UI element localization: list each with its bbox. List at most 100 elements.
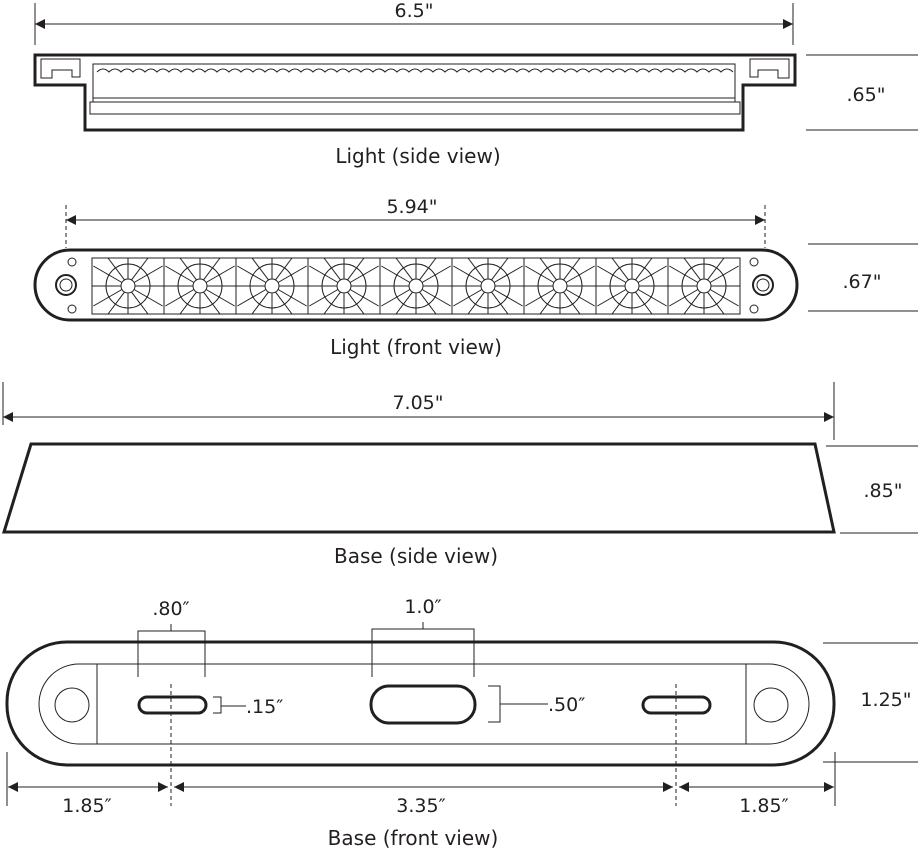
reflector-ray bbox=[205, 265, 235, 283]
mounting-hole-inner bbox=[756, 278, 770, 292]
reflector-ray bbox=[635, 257, 653, 281]
reflector-ray bbox=[179, 291, 197, 315]
base-inner-recess bbox=[38, 663, 810, 745]
reflector-ray bbox=[203, 257, 221, 281]
led-cell bbox=[595, 257, 668, 315]
reflector-ray bbox=[251, 257, 269, 281]
light-side-flange bbox=[89, 101, 741, 115]
reflector-ray bbox=[709, 265, 739, 283]
reflector-ray bbox=[237, 289, 267, 307]
led-cell bbox=[667, 257, 740, 315]
reflector-ray bbox=[539, 257, 557, 281]
center-slot-width-bracket bbox=[371, 628, 475, 677]
reflector-ray bbox=[611, 291, 629, 315]
right-offset-label: 1.85″ bbox=[739, 795, 788, 817]
reflector-ray bbox=[493, 265, 523, 283]
center-slot-height-bracket bbox=[488, 685, 501, 723]
led-bulb bbox=[336, 278, 352, 294]
reflector-ray bbox=[205, 289, 235, 307]
led-bulb bbox=[408, 278, 424, 294]
reflector-ray bbox=[637, 289, 667, 307]
reflector-ray bbox=[277, 289, 307, 307]
left-clip bbox=[40, 58, 81, 79]
reflector-ray bbox=[323, 257, 341, 281]
reflector-ray bbox=[707, 257, 725, 281]
reflector-ray bbox=[467, 291, 485, 315]
reflector-ray bbox=[349, 265, 379, 283]
reflector-ray bbox=[275, 291, 293, 315]
reflector-ray bbox=[347, 257, 365, 281]
small-hole bbox=[67, 257, 77, 267]
light-front-height-label: .67" bbox=[843, 271, 882, 293]
right-clip bbox=[749, 58, 790, 79]
reflector-ray bbox=[179, 257, 197, 281]
reflector-ray bbox=[539, 291, 557, 315]
reflector-ray bbox=[637, 265, 667, 283]
slot-height-bracket bbox=[213, 696, 222, 714]
reflector-ray bbox=[669, 265, 699, 283]
reflector-ray bbox=[309, 289, 339, 307]
center-slot-width-label: 1.0″ bbox=[404, 596, 441, 618]
mounting-hole bbox=[55, 274, 77, 296]
base-front-height-label: 1.25" bbox=[860, 689, 911, 711]
reflector-ray bbox=[563, 291, 581, 315]
led-cell bbox=[451, 257, 524, 315]
led-cell bbox=[235, 257, 308, 315]
reflector-ray bbox=[563, 257, 581, 281]
led-array bbox=[92, 257, 740, 315]
reflector-ray bbox=[347, 291, 365, 315]
reflector-ray bbox=[565, 289, 595, 307]
lens-bumps bbox=[96, 68, 734, 73]
led-bulb bbox=[192, 278, 208, 294]
slot-width-bracket bbox=[137, 630, 206, 677]
reflector-ray bbox=[133, 265, 163, 283]
reflector-ray bbox=[525, 289, 555, 307]
light-front-view: 5.94" .67" Light (front view) bbox=[33, 196, 918, 359]
reflector-ray bbox=[611, 257, 629, 281]
reflector-ray bbox=[131, 291, 149, 315]
base-side-caption: Base (side view) bbox=[334, 544, 498, 568]
reflector-ray bbox=[107, 291, 125, 315]
small-hole bbox=[749, 257, 759, 267]
base-mounting-hole bbox=[54, 687, 90, 723]
reflector-ray bbox=[93, 289, 123, 307]
light-side-view: 6.5" .65" Light (side view) bbox=[33, 0, 918, 168]
reflector-ray bbox=[131, 257, 149, 281]
reflector-ray bbox=[165, 265, 195, 283]
reflector-ray bbox=[349, 289, 379, 307]
reflector-ray bbox=[525, 265, 555, 283]
reflector-ray bbox=[275, 257, 293, 281]
reflector-ray bbox=[165, 289, 195, 307]
base-side-width-label: 7.05" bbox=[392, 392, 443, 414]
light-side-width-label: 6.5" bbox=[395, 0, 434, 22]
reflector-ray bbox=[491, 257, 509, 281]
mounting-hole bbox=[752, 274, 774, 296]
base-side-view: 7.05" .85" Base (side view) bbox=[1, 382, 918, 568]
base-front-body bbox=[5, 640, 836, 767]
reflector-ray bbox=[635, 291, 653, 315]
light-side-caption: Light (side view) bbox=[335, 144, 500, 168]
small-hole bbox=[749, 304, 759, 314]
led-cell bbox=[163, 257, 236, 315]
reflector-ray bbox=[453, 265, 483, 283]
reflector-ray bbox=[107, 257, 125, 281]
reflector-ray bbox=[707, 291, 725, 315]
mounting-hole-inner bbox=[59, 278, 73, 292]
reflector-ray bbox=[419, 257, 437, 281]
reflector-ray bbox=[395, 291, 413, 315]
base-mounting-hole bbox=[753, 687, 789, 723]
reflector-ray bbox=[453, 289, 483, 307]
base-side-height-label: .85" bbox=[864, 480, 903, 502]
base-side-body bbox=[1, 442, 836, 534]
led-cell bbox=[92, 257, 164, 315]
reflector-ray bbox=[309, 265, 339, 283]
reflector-ray bbox=[669, 289, 699, 307]
slot-width-label: .80″ bbox=[152, 598, 189, 620]
base-front-view: .80″ 1.0″ .15″ .50″ 1.85″ 3.35″ bbox=[5, 596, 918, 850]
reflector-ray bbox=[381, 289, 411, 307]
reflector-ray bbox=[421, 265, 451, 283]
reflector-ray bbox=[683, 257, 701, 281]
reflector-ray bbox=[93, 265, 123, 283]
led-bulb bbox=[624, 278, 640, 294]
